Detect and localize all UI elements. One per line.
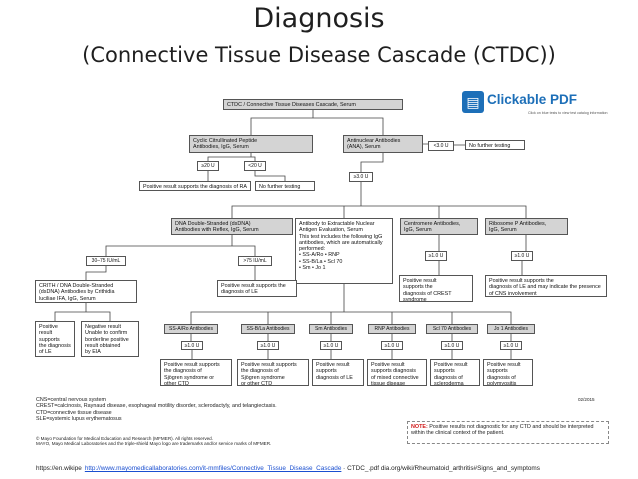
clickable-pdf-logo[interactable]: ▤ Clickable PDF Click on blue tests to v… [462,91,608,121]
flow-box-sm-result: Positive result supports diagnosis of LE [312,359,364,386]
flow-box-sm-ge1: ≥1.0 U [320,341,342,350]
flow-box-ccp[interactable]: Cyclic Citrullinated Peptide Antibodies,… [189,135,313,153]
flow-box-ribo-ge1: ≥1.0 U [511,251,533,261]
flow-box-ssb-result: Positive result supports the diagnosis o… [237,359,309,386]
abbreviation-legend: CNS=central nervous system CREST=calcino… [36,397,277,422]
clickable-pdf-label: Clickable PDF [487,92,578,107]
flow-box-ena: Antibody to Extractable Nuclear Antigen … [295,218,393,284]
copyright-notice: © Mayo Foundation for Medical Education … [36,436,272,447]
flow-box-rnp-ge1: ≥1.0 U [381,341,403,350]
flow-box-scl70-result: Positive result supports diagnosis of sc… [430,359,480,386]
date-code: 02/2015 [578,397,595,402]
flow-box-dsdna-gt75: >75 IU/mL [238,256,272,266]
flow-box-rnp-ab[interactable]: RNP Antibodies [368,324,416,334]
flow-box-ana-lt3: <3.0 U [428,141,454,151]
ctdc-flowchart: CTDC / Connective Tissue Diseases Cascad… [33,84,611,456]
note-label: NOTE: [411,424,428,430]
flow-box-ana[interactable]: Antinuclear Antibodies (ANA), Serum [343,135,423,153]
flow-box-centro-ge1: ≥1.0 U [425,251,447,261]
flow-box-crith-neg: Negative result Unable to confirm border… [81,321,139,357]
flow-box-centromere[interactable]: Centromere Antibodies, IgG, Serum [400,218,478,235]
flow-box-ssb-ab[interactable]: SS-B/La Antibodies [241,324,295,334]
slide-title: Diagnosis [253,3,385,34]
flow-box-le-result-top: Positive result supports the diagnosis o… [217,280,297,297]
flow-box-ra-result: Positive result supports the diagnosis o… [139,181,251,191]
flow-box-no-further-ccp: No further testing [255,181,315,191]
flow-box-ssb-ge1: ≥1.0 U [257,341,279,350]
flow-box-ana-ge3: ≥3.0 U [349,172,373,182]
note-text: Positive results not diagnostic for any … [411,424,594,437]
flow-box-dsdna[interactable]: DNA Double-Stranded (dsDNA) Antibodies w… [171,218,293,235]
flow-box-crith: CRITH / DNA Double-Stranded (dsDNA) Anti… [35,280,137,303]
flow-box-scl70-ab[interactable]: Scl 70 Antibodies [426,324,478,334]
flow-box-jo1-ab[interactable]: Jo 1 Antibodies [487,324,535,334]
flow-box-ssa-ge1: ≥1.0 U [181,341,203,350]
flow-box-ccp-lt20: <20 U [244,161,266,171]
flow-box-sm-ab[interactable]: Sm Antibodies [309,324,353,334]
flow-box-ssa-result: Positive result supports the diagnosis o… [160,359,232,386]
flow-box-jo1-result: Positive result supports diagnosis of po… [483,359,533,386]
flow-box-no-further-ana: No further testing [465,140,525,150]
flow-box-ribosome[interactable]: Ribosome P Antibodies, IgG, Serum [485,218,568,235]
clickable-pdf-subtext: Click on blue tests to view test catalog… [528,111,608,115]
flow-box-rnp-result: Positive result supports diagnosis of mi… [367,359,427,386]
flowchart-connectors [54,110,527,359]
footer-separator: - [341,465,348,472]
pdf-document-icon: ▤ [462,91,484,113]
flow-box-ssa-ab[interactable]: SS-A/Ro Antibodies [164,324,218,334]
slide-subtitle: (Connective Tissue Disease Cascade (CTDC… [82,43,556,67]
mayo-link[interactable]: http://www.mayomedicallaboratories.com/i… [84,465,342,472]
flow-box-ccp-ge20: ≥20 U [197,161,219,171]
flow-box-cascade[interactable]: CTDC / Connective Tissue Diseases Cascad… [223,99,403,110]
flow-box-crest-result: Positive result supports the diagnosis o… [399,275,473,302]
footer-prefix: https://en.wikipe [36,465,82,472]
flow-box-dsdna-30-75: 30–75 IU/mL [86,256,126,266]
clinical-note: NOTE: Positive results not diagnostic fo… [407,421,609,444]
flow-box-jo1-ge1: ≥1.0 U [500,341,522,350]
flow-box-scl70-ge1: ≥1.0 U [441,341,463,350]
flow-box-cns-result: Positive result supports the diagnosis o… [485,275,607,297]
flow-box-crith-pos: Positive result supports the diagnosis o… [35,321,75,357]
footer-suffix: CTDC_.pdf dia.org/wiki/Rheumatoid_arthri… [347,465,540,472]
